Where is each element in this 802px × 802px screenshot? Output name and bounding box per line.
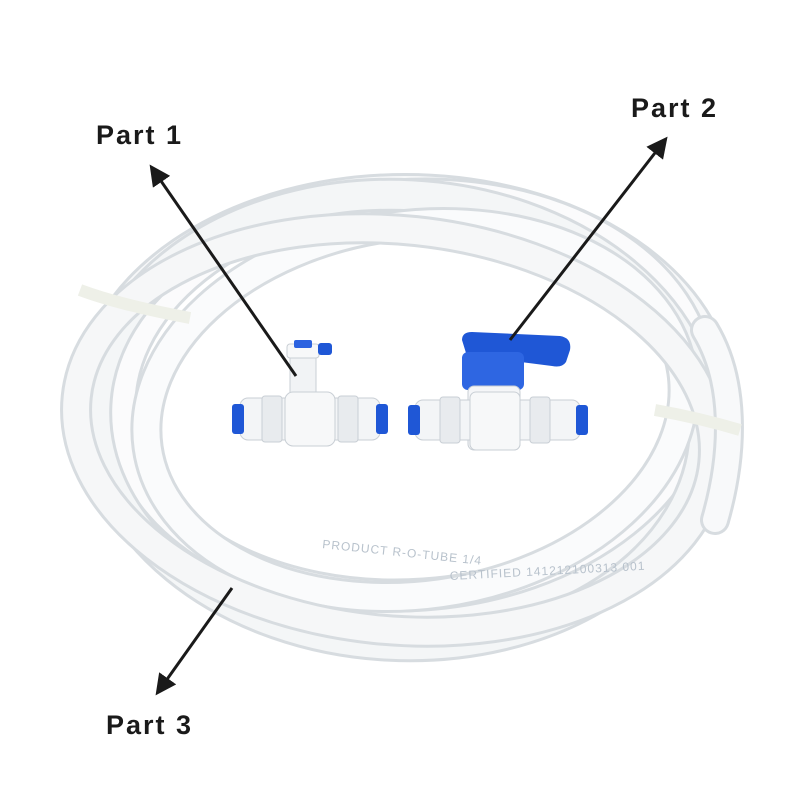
arrow-part-2 — [508, 136, 668, 341]
tube-coil — [60, 173, 744, 663]
label-part-2: Part 2 — [631, 93, 719, 123]
callout-arrows — [149, 136, 668, 696]
tee-fitting — [232, 340, 388, 447]
cable-ties — [77, 284, 742, 436]
arrow-part-3 — [155, 587, 234, 696]
arrow-part-1 — [149, 164, 298, 377]
label-part-1: Part 1 — [96, 120, 184, 150]
label-part-3: Part 3 — [106, 710, 194, 740]
tube-print-line-1: PRODUCT R-O-TUBE 1/4 — [322, 537, 483, 568]
ball-valve — [408, 332, 588, 451]
